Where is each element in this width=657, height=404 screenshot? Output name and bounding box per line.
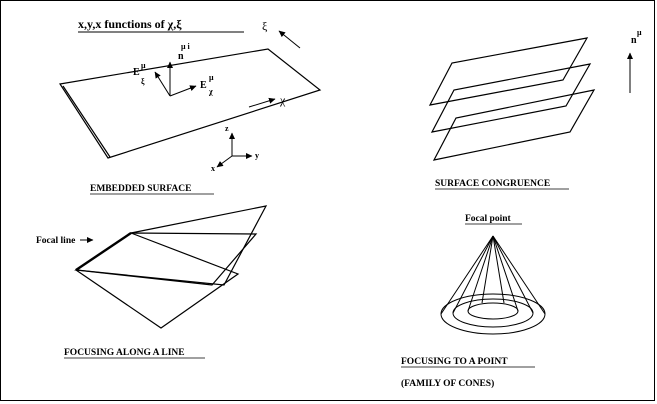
e-chi-vector: [169, 85, 197, 97]
axis-x-label: x: [211, 164, 215, 173]
normal-label-congruence: n: [631, 35, 637, 46]
cone-middle-right: [492, 235, 534, 314]
chi-arrow: [248, 97, 276, 108]
axis-y-label: y: [255, 151, 259, 160]
cone-middle-left: [452, 235, 494, 314]
e-chi-label: E: [200, 80, 207, 91]
plane-edge-thickness: [62, 85, 111, 158]
normal-index: μ i: [181, 42, 191, 51]
xi-label: ξ: [262, 19, 268, 33]
cone-outer-left: [440, 235, 494, 315]
e-chi-sub: χ: [208, 87, 213, 96]
focal-line: [75, 232, 132, 271]
congruence-plane-top: [428, 37, 589, 106]
e-xi-sup: μ: [141, 61, 146, 70]
point-caption-line-2: (FAMILY OF CONES): [401, 378, 494, 389]
embedded-caption: EMBEDDED SURFACE: [90, 184, 191, 194]
congruence-plane-middle: [430, 63, 592, 133]
cone-base-inner: [467, 302, 519, 320]
focal-point-label: Focal point: [465, 214, 511, 224]
cone-base-outer: [440, 293, 546, 335]
panel-focusing-line: Focal line FOCUSING ALONG A LINE: [36, 205, 268, 359]
panel-focusing-point: Focal point FOCUSING TO A POINT (FAMILY …: [401, 214, 546, 389]
e-xi-sub: ξ: [141, 77, 145, 86]
xi-arrow: [278, 30, 301, 49]
cone-inner-right: [492, 235, 519, 312]
congruence-caption: SURFACE CONGRUENCE: [435, 179, 550, 189]
normal-label: n: [178, 51, 184, 62]
panel-embedded-surface: x,y,x functions of χ,ξ ξ χ n μ i E μ ξ E…: [58, 17, 322, 195]
line-caption: FOCUSING ALONG A LINE: [64, 348, 185, 358]
cone-axis-right: [492, 235, 505, 304]
cone-outer-right: [492, 235, 546, 315]
e-xi-label: E: [133, 67, 140, 78]
congruence-plane-bottom: [432, 89, 596, 161]
e-xi-vector: [154, 71, 171, 97]
chi-label: χ: [279, 93, 286, 107]
axis-x: [216, 155, 233, 168]
focal-line-label: Focal line: [36, 236, 75, 246]
normal-sup-congruence: μ: [637, 28, 642, 37]
panel-surface-congruence: n μ SURFACE CONGRUENCE: [428, 28, 642, 190]
cone-inner-left: [467, 235, 494, 312]
embedded-surface-plane: [58, 48, 322, 159]
point-caption-line-1: FOCUSING TO A POINT: [401, 357, 508, 367]
e-chi-sup: μ: [209, 73, 214, 82]
focusing-plane-3: [74, 232, 240, 329]
focusing-plane-2: [74, 232, 258, 286]
cone-axis-left: [481, 235, 494, 304]
axis-z-label: z: [225, 124, 229, 133]
title-text: x,y,x functions of χ,ξ: [78, 17, 182, 31]
